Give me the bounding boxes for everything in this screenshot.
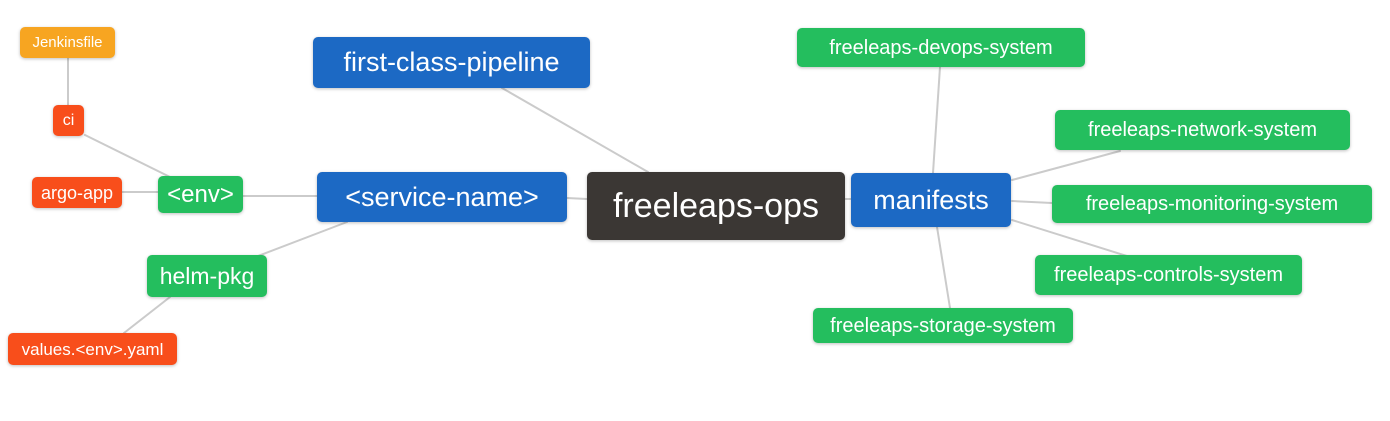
node-values-env-yaml[interactable]: values.<env>.yaml <box>8 333 177 365</box>
node-freeleaps-storage-system[interactable]: freeleaps-storage-system <box>813 308 1073 343</box>
node-freeleaps-controls-system[interactable]: freeleaps-controls-system <box>1035 255 1302 295</box>
node-jenkinsfile[interactable]: Jenkinsfile <box>20 27 115 58</box>
edge-manifests-storage <box>936 226 951 309</box>
node-freeleaps-monitoring-system[interactable]: freeleaps-monitoring-system <box>1052 185 1372 223</box>
edge-first-class-pipeline-ops <box>501 87 649 173</box>
edge-manifests-controls <box>1011 219 1131 258</box>
node-freeleaps-devops-system[interactable]: freeleaps-devops-system <box>797 28 1085 67</box>
node-freeleaps-network-system[interactable]: freeleaps-network-system <box>1055 110 1350 150</box>
edge-manifests-network <box>1011 150 1121 181</box>
node-env[interactable]: <env> <box>158 176 243 213</box>
edge-ci-env <box>84 134 171 178</box>
edge-manifests-devops <box>932 66 941 174</box>
node-first-class-pipeline[interactable]: first-class-pipeline <box>313 37 590 88</box>
node-ci[interactable]: ci <box>53 105 84 136</box>
node-manifests[interactable]: manifests <box>851 173 1011 227</box>
node-freeleaps-ops[interactable]: freeleaps-ops <box>587 172 845 240</box>
node-helm-pkg[interactable]: helm-pkg <box>147 255 267 297</box>
edge-service-name-helm-pkg <box>257 221 348 257</box>
node-service-name[interactable]: <service-name> <box>317 172 567 222</box>
edge-service-name-ops <box>566 197 588 200</box>
edge-manifests-monitoring <box>1011 200 1053 204</box>
edge-helm-pkg-values-env-yaml <box>123 296 171 334</box>
node-argo-app[interactable]: argo-app <box>32 177 122 208</box>
